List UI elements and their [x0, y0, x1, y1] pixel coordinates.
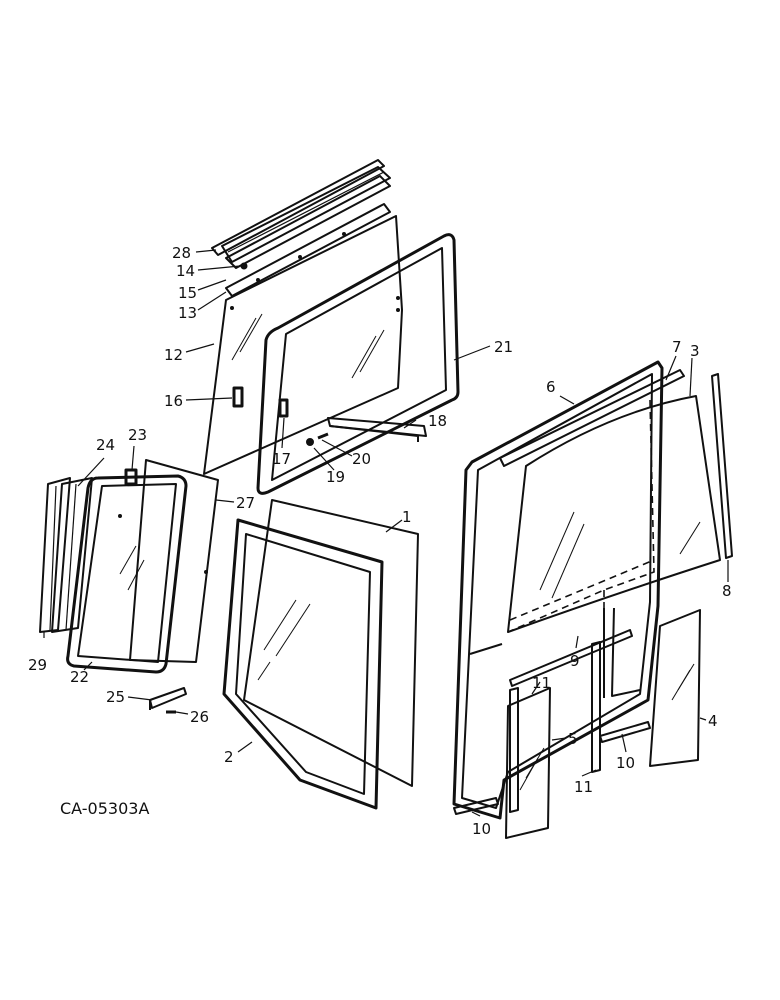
callout-7: 7: [672, 338, 682, 356]
diagram-code: CA-05303A: [60, 799, 149, 818]
callout-23: 23: [128, 426, 147, 444]
part-3-dashed-outline: [507, 399, 655, 633]
part-14-screw: [240, 262, 248, 270]
part-7-rail: [499, 369, 685, 467]
part-24-channel: [51, 477, 93, 633]
callout-5: 5: [568, 730, 578, 748]
part-16-latch: [232, 386, 244, 408]
callout-2: 2: [224, 748, 234, 766]
part-1-glass: [243, 499, 419, 787]
callout-15: 15: [178, 284, 197, 302]
callout-6: 6: [546, 378, 556, 396]
part-28-rail: [211, 159, 391, 269]
callout-25: 25: [106, 688, 125, 706]
callout-29: 29: [28, 656, 47, 674]
callout-18: 18: [428, 412, 447, 430]
callout-24: 24: [96, 436, 115, 454]
part-8-seal: [711, 373, 733, 559]
part-19-knob: [306, 438, 314, 446]
callout-26: 26: [190, 708, 209, 726]
callout-16: 16: [164, 392, 183, 410]
part-6-door-frame: [452, 360, 664, 820]
part-27-glass: [118, 459, 219, 663]
part-22-seal-frame: [66, 474, 188, 674]
callout-13: 13: [178, 304, 197, 322]
part-9-rail: [509, 629, 633, 687]
part-10-strip-lower-left: [453, 797, 499, 815]
part-23-hinge: [124, 468, 138, 486]
part-2-frame: [222, 518, 384, 810]
part-13-strip: [225, 203, 391, 297]
part-3-glass: [507, 395, 721, 633]
part-25-bracket: [149, 687, 187, 710]
callout-8: 8: [722, 582, 732, 600]
part-18-handle: [327, 417, 427, 442]
callout-9: 9: [570, 652, 580, 670]
part-10-strip-lower-right: [599, 721, 651, 743]
part-12-glass: [203, 215, 403, 475]
leader-lines: [43, 249, 729, 817]
callout-4: 4: [708, 712, 718, 730]
part-29-seal: [39, 477, 71, 633]
callout-17: 17: [272, 450, 291, 468]
part-17-catch: [278, 398, 289, 418]
callout-27: 27: [236, 494, 255, 512]
part-21-frame: [256, 233, 460, 495]
callout-3: 3: [690, 342, 700, 360]
callout-12: 12: [164, 346, 183, 364]
callout-10-left: 10: [472, 820, 491, 838]
callout-21: 21: [494, 338, 513, 356]
part-11-strip-left: [509, 687, 519, 813]
part-5-glass: [505, 687, 551, 839]
callout-11-upper: 11: [532, 674, 551, 692]
callout-22: 22: [70, 668, 89, 686]
callout-28: 28: [172, 244, 191, 262]
callout-1: 1: [402, 508, 412, 526]
part-4-glass: [649, 609, 701, 767]
callout-11-lower: 11: [574, 778, 593, 796]
callout-labels: 28 14 15 13 12 16 17 19 20 18 21 24 23 2…: [28, 244, 732, 838]
callout-14: 14: [176, 262, 195, 280]
part-20-pin: [317, 432, 329, 440]
callout-19: 19: [326, 468, 345, 486]
part-11-strip-right: [591, 641, 601, 773]
callout-10-right: 10: [616, 754, 635, 772]
callout-20: 20: [352, 450, 371, 468]
